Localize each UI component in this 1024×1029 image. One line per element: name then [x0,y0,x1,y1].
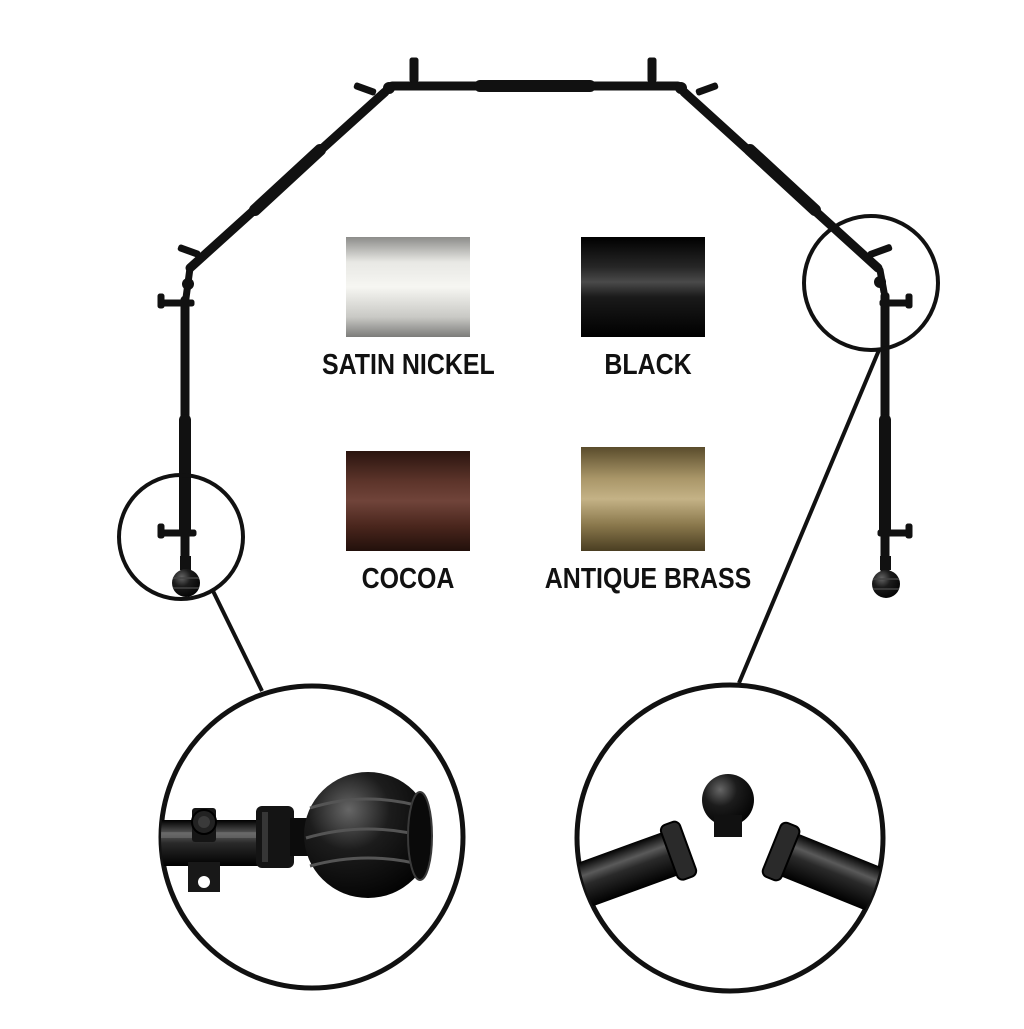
finial-detail-view [161,772,433,898]
bay-rod [179,80,891,588]
swatch-cocoa [346,451,470,551]
finish-label-satin-nickel: SATIN NICKEL [322,349,495,381]
swatch-black [581,237,705,337]
finish-label-black: BLACK [604,349,692,381]
finish-label-antique-brass: ANTIQUE BRASS [544,563,752,595]
corner-callout-ring [802,214,940,352]
swatch-satin-nickel [346,237,470,337]
rod-brackets [157,57,913,539]
finish-swatches [346,237,705,551]
finish-label-cocoa: COCOA [361,563,455,595]
corner-joints [182,82,886,290]
corner-connector-detail-view [577,774,883,930]
detail-callouts [117,214,940,994]
swatch-antique-brass [581,447,705,551]
finial-callout-ring [117,473,245,601]
end-finials [172,556,900,598]
